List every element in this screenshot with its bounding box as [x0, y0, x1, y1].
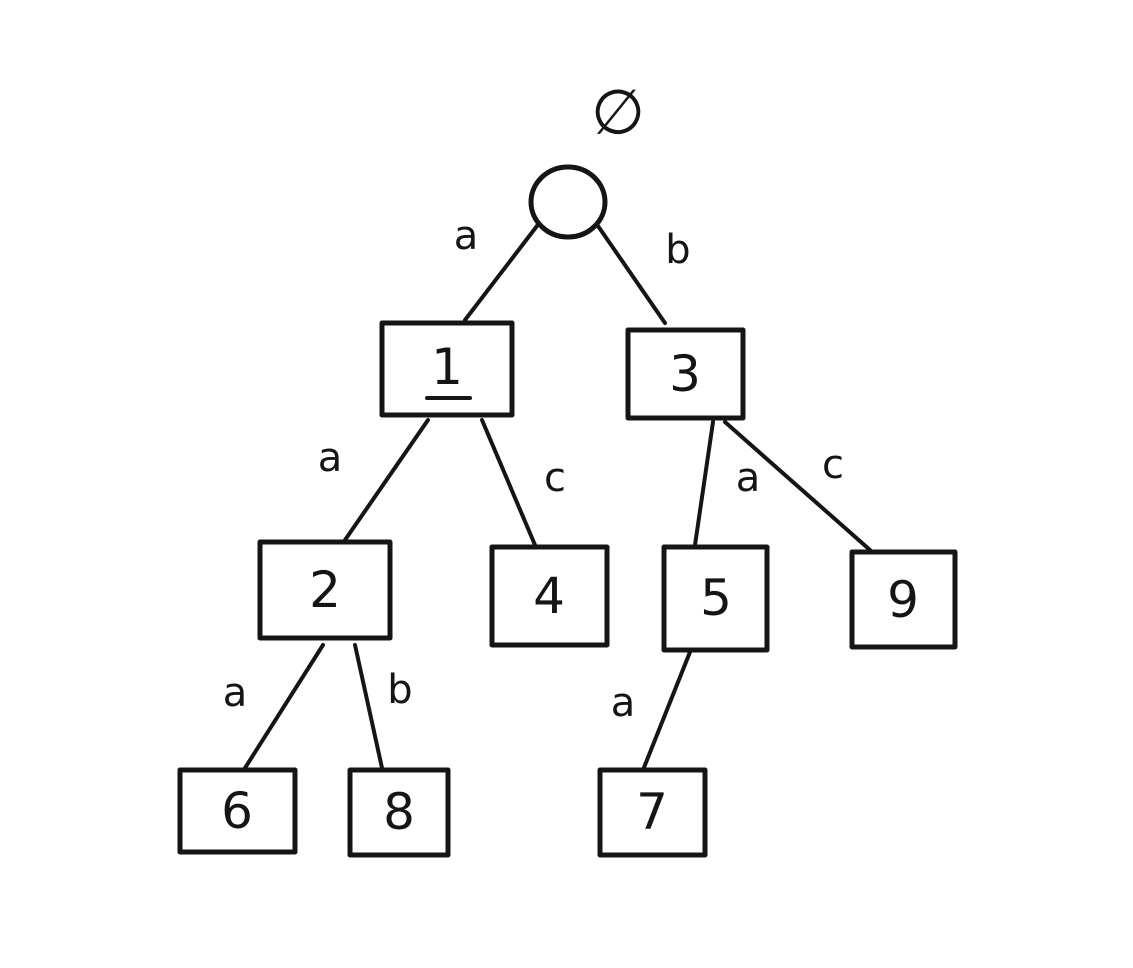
- edge-1-to-2: [343, 418, 430, 542]
- node-4: [489, 544, 610, 648]
- node-8: [347, 767, 451, 858]
- edge-label-root-to-1: a: [454, 213, 479, 259]
- node-8-label: 8: [383, 783, 415, 841]
- edge-label-1-to-2: a: [318, 435, 343, 481]
- node-3: [625, 327, 746, 421]
- edge-label-2-to-8: b: [387, 667, 412, 713]
- node-7: [597, 767, 708, 858]
- node-6: [177, 767, 298, 855]
- edge-3-to-5: [693, 420, 715, 547]
- root-node: [528, 164, 608, 240]
- edge-label-root-to-3: b: [665, 227, 690, 273]
- edge-label-3-to-9: c: [822, 442, 844, 488]
- edge-5-to-7: [641, 650, 692, 772]
- node-6-label: 6: [221, 782, 253, 840]
- node-9-label: 9: [887, 571, 919, 629]
- node-5-label: 5: [700, 569, 732, 627]
- root-empty-set-label: ∅: [591, 76, 645, 149]
- edge-2-to-8: [353, 643, 384, 770]
- edge-2-to-6: [243, 643, 325, 770]
- edge-1-to-4: [480, 418, 537, 547]
- edge-label-5-to-7: a: [611, 680, 636, 726]
- node-1-label: 1: [431, 338, 463, 396]
- edge-label-3-to-5: a: [736, 455, 761, 501]
- node-7-label: 7: [636, 783, 668, 841]
- edge-label-2-to-6: a: [223, 670, 248, 716]
- node-2: [257, 539, 393, 641]
- edge-root-to-1: [463, 220, 542, 322]
- edge-root-to-3: [596, 224, 667, 325]
- node-4-label: 4: [533, 567, 565, 625]
- node-9: [849, 549, 958, 650]
- edge-3-to-9: [723, 420, 872, 552]
- edge-label-1-to-4: c: [544, 455, 566, 501]
- node-2-label: 2: [309, 561, 341, 619]
- node-5: [661, 544, 770, 653]
- node-3-label: 3: [669, 345, 701, 403]
